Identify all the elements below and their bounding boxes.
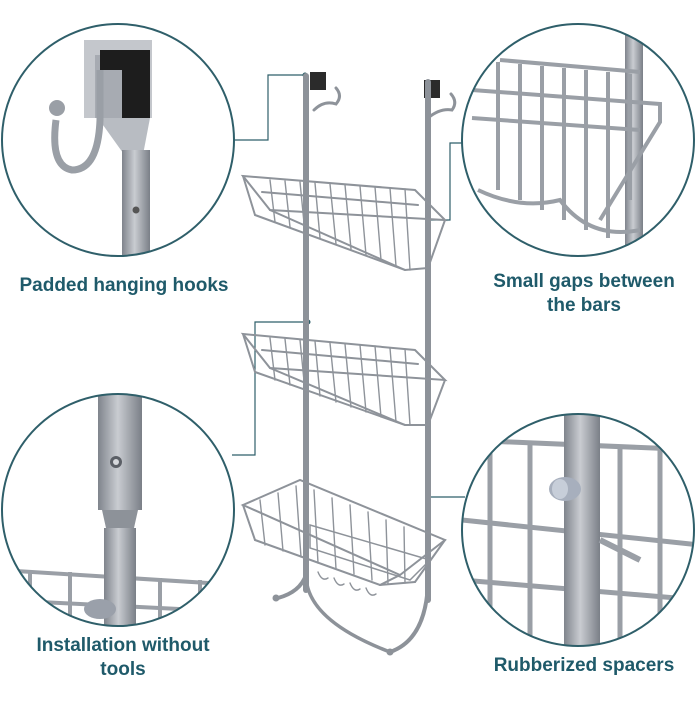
zoom-circle-spacers: [461, 413, 695, 647]
caption-line: the bars: [547, 295, 621, 316]
basket-middle: [240, 332, 448, 426]
caption-small-gaps: Small gaps between the bars: [470, 270, 698, 318]
hook-pad-left: [310, 72, 326, 90]
caption-line: Installation without: [36, 635, 210, 656]
caption-padded-hooks: Padded hanging hooks: [8, 274, 240, 298]
connector-top-left: [232, 74, 305, 141]
caption-line: Rubberized spacers: [493, 655, 675, 676]
caption-line: tools: [100, 659, 146, 680]
caption-line: Padded hanging hooks: [19, 275, 229, 296]
connector-bottom-left: [232, 321, 308, 456]
zoom-circle-installation: [1, 393, 235, 627]
zoom-circle-bar-gaps: [461, 23, 695, 257]
basket-top: [240, 174, 448, 272]
hook-pole-zoomed: [122, 150, 150, 256]
zoom-circle-hooks: [1, 23, 235, 257]
caption-installation: Installation without tools: [10, 634, 236, 682]
caption-rubberized-spacers: Rubberized spacers: [470, 654, 698, 678]
caption-line: Small gaps between: [493, 271, 675, 292]
shower-caddy-rack: [240, 72, 457, 656]
basket-bottom: [240, 478, 447, 596]
